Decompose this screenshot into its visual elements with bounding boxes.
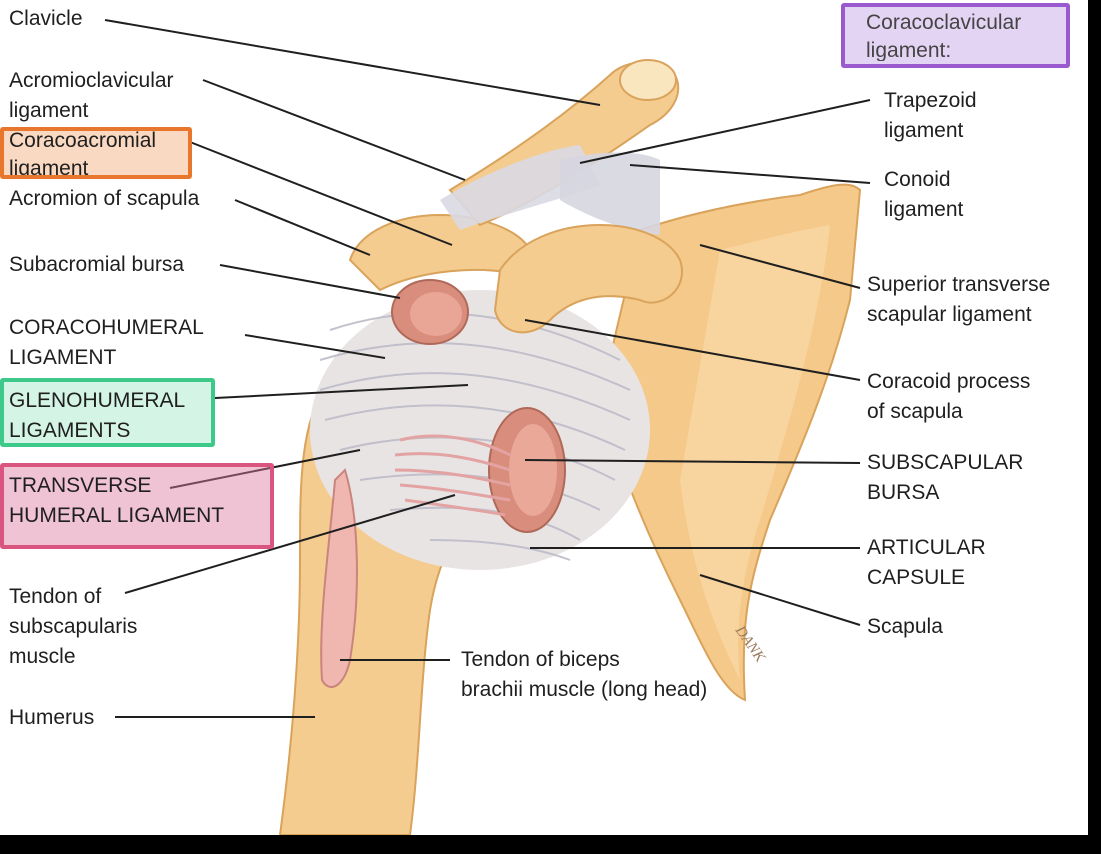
coracoclavicular-ligament-shape [560,152,660,235]
clavicle-cut-end [619,59,677,101]
leader-lines [104,19,871,718]
subscapularis-tendon-fibers [394,434,511,517]
scapula-blade-highlight [680,225,830,680]
highlight-glenohumeral [0,378,215,447]
label-acromion: Acromion of scapula [9,187,200,210]
highlight-transverse [0,463,274,549]
acromion-shape [348,213,532,292]
subacromial-bursa-inner [410,292,462,336]
highlight-coracoclavicular [841,3,1070,68]
label-subacromial-bursa: Subacromial bursa [9,253,185,276]
coracoid-shape [493,223,683,334]
bottom-frame-bar [0,835,1101,854]
right-frame-bar [1088,0,1101,854]
subscapular-bursa-inner [509,424,557,516]
label-scapula: Scapula [867,615,943,638]
label-clavicle: Clavicle [9,7,83,30]
label-humerus: Humerus [9,706,95,729]
biceps-tendon-shape [320,468,358,688]
highlight-coracoacromial [0,127,192,179]
humeral-head-shape [310,290,650,570]
